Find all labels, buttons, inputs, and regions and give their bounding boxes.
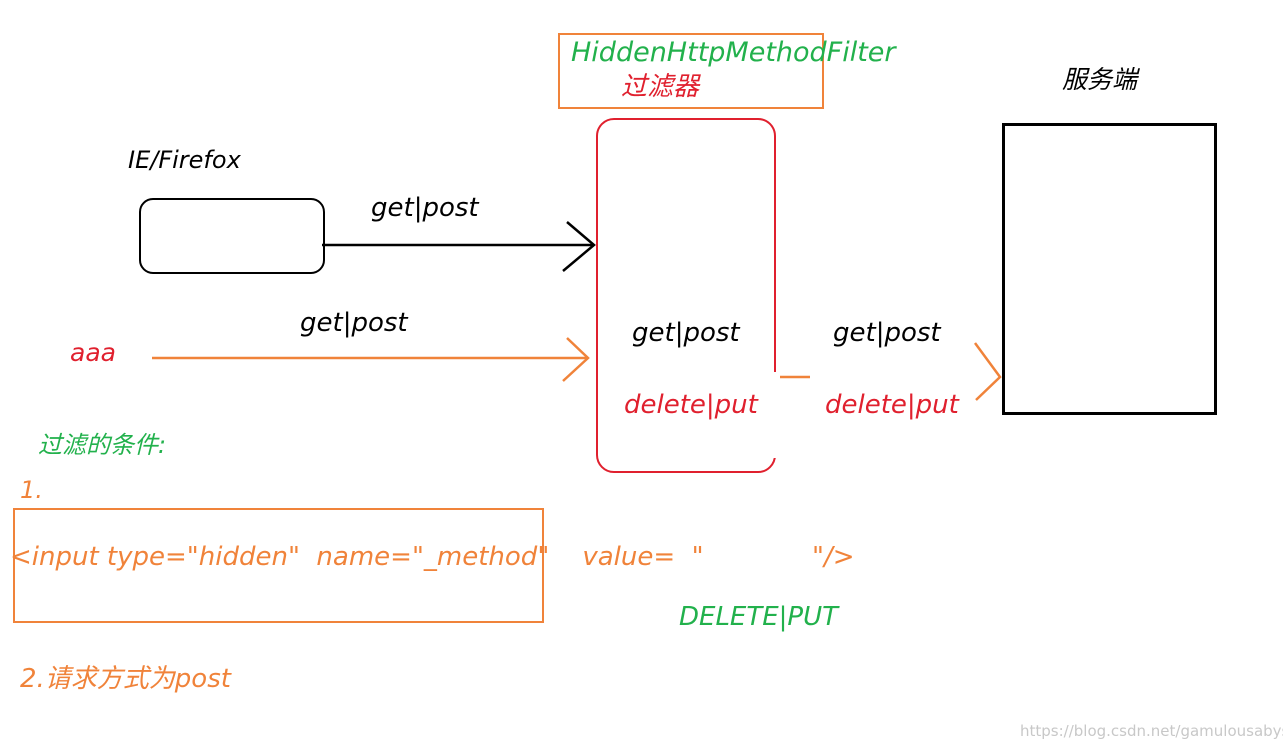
aaa-label: aaa [70,338,116,367]
filter-box [596,118,776,473]
server-box [1002,123,1217,415]
aaa-to-filter-label: get|post [300,308,408,338]
filter-title-box [558,33,824,109]
filter-inner-get-post: get|post [632,318,740,348]
condition-1-value-hint: DELETE|PUT [679,602,839,632]
condition-1-box [13,508,544,623]
filter-inner-delete-put: delete|put [624,390,758,420]
filter-name: HiddenHttpMethodFilter [571,37,896,68]
filter-to-server-delete-put: delete|put [825,390,959,420]
condition-1-number: 1. [20,476,43,504]
condition-2: 2.请求方式为post [20,664,231,694]
browser-box [139,198,325,274]
arrow-filter-to-server-head [973,342,1002,401]
arrow-aaa-to-filter-head [562,337,590,382]
condition-1-code: <input type="hidden" name="_method" valu… [10,542,704,572]
arrow-browser-to-filter-head [562,221,596,272]
filter-box-gap [770,372,780,458]
watermark: https://blog.csdn.net/gamulousabyss [1020,722,1283,740]
condition-1-code-end: "/> [812,542,855,572]
browser-to-filter-label: get|post [371,193,479,223]
conditions-heading: 过滤的条件: [38,431,167,459]
filter-label: 过滤器 [621,72,700,102]
filter-to-server-get-post: get|post [833,318,941,348]
server-label: 服务端 [1062,65,1138,94]
browser-label: IE/Firefox [128,146,241,174]
